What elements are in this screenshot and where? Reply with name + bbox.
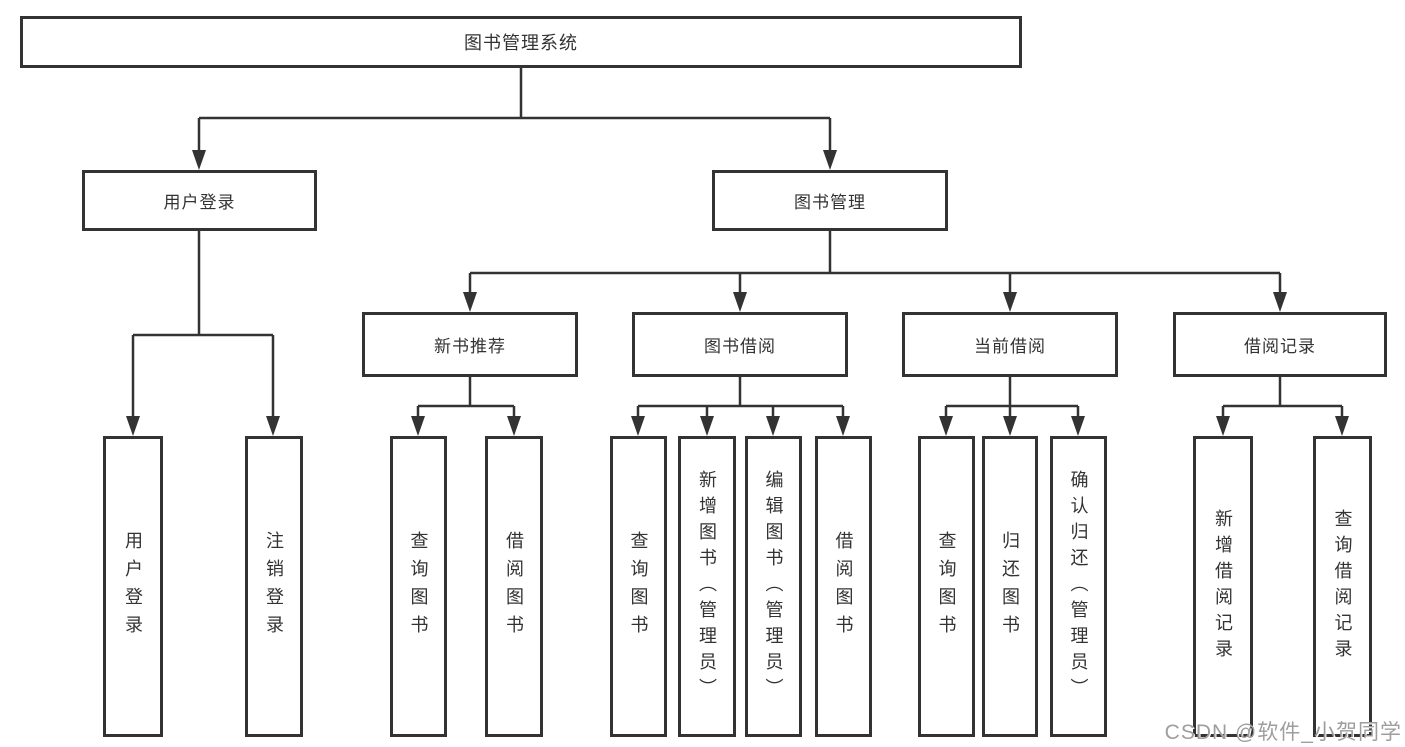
node-label: 借阅记录 [1244,337,1316,356]
leaf-label: 用户登录 [123,530,143,643]
leaf-return-books: 归还图书 [982,436,1038,737]
arrowheads [126,150,1349,436]
leaf-add-books-admin: 新增图书（管理员） [678,436,736,737]
node-label: 图书管理 [794,193,866,212]
node-new-book-recommendation: 新书推荐 [362,312,578,377]
connector-book-mgmt-branch [468,231,1282,294]
node-current-borrowing: 当前借阅 [902,312,1118,377]
leaf-label: 确认归还（管理员） [1068,469,1089,704]
leaf-user-login: 用户登录 [103,436,163,737]
node-library-management-system: 图书管理系统 [20,16,1022,68]
leaf-edit-books-admin: 编辑图书（管理员） [745,436,802,737]
node-label: 新书推荐 [434,337,506,356]
leaf-label: 注销登录 [264,530,284,643]
node-label: 用户登录 [163,193,236,212]
node-user-login: 用户登录 [82,170,317,231]
leaf-label: 借阅图书 [833,530,854,643]
leaf-label: 编辑图书（管理员） [763,469,784,704]
leaf-label: 查询图书 [936,530,957,643]
leaf-label: 新增图书（管理员） [697,469,717,704]
connector-root-branch [197,68,832,152]
node-borrowing-records: 借阅记录 [1173,312,1387,377]
leaf-label: 查询图书 [628,530,649,643]
leaf-label: 查询借阅记录 [1332,508,1353,665]
leaf-confirm-return-admin: 确认归还（管理员） [1050,436,1107,737]
connector-user-login-children [131,231,275,418]
connector-borrow-record-children [1221,377,1344,418]
node-book-management: 图书管理 [712,170,948,231]
connector-current-borrow-children [944,377,1080,418]
leaf-query-books-rec: 查询图书 [390,436,447,737]
connector-new-rec-children [416,377,516,418]
leaf-logout: 注销登录 [245,436,303,737]
node-label: 当前借阅 [974,337,1046,356]
leaf-query-books-borrow: 查询图书 [610,436,667,737]
watermark: CSDN @软件_小贺同学 [1164,721,1402,744]
leaf-borrow-books-rec: 借阅图书 [485,436,543,737]
connector-book-borrow-children [636,377,845,418]
leaf-borrow-books: 借阅图书 [815,436,872,737]
leaf-label: 借阅图书 [504,530,524,643]
leaf-label: 查询图书 [408,530,429,643]
leaf-label: 归还图书 [1000,530,1020,643]
leaf-label: 新增借阅记录 [1213,508,1233,665]
node-book-borrowing: 图书借阅 [632,312,848,377]
leaf-query-books-current: 查询图书 [918,436,975,737]
node-label: 图书借阅 [704,337,776,356]
node-label: 图书管理系统 [464,33,578,53]
leaf-query-borrow-record: 查询借阅记录 [1313,436,1372,737]
leaf-add-borrow-record: 新增借阅记录 [1193,436,1253,737]
